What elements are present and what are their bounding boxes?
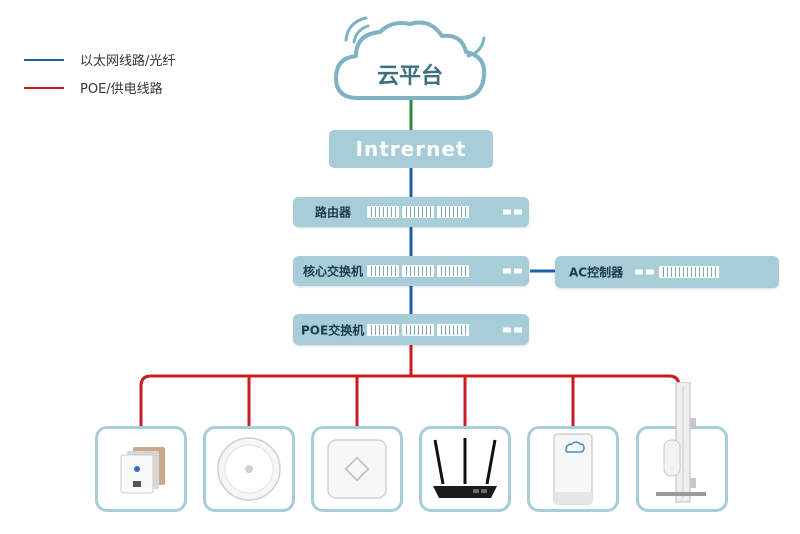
router-ports <box>367 206 469 218</box>
ethernet-line-swatch <box>24 58 64 61</box>
cloud-icon <box>334 16 487 100</box>
ac-controller-ports <box>659 266 719 278</box>
poe-switch-device: POE交换机 <box>293 314 529 345</box>
cloud-label: 云平台 <box>376 64 443 89</box>
pole-mount-ap-icon <box>656 382 706 503</box>
poe-links <box>139 345 681 426</box>
router-device: 路由器 <box>293 197 529 227</box>
outdoor-ap-icon <box>553 433 593 505</box>
legend-poe: POE/供电线路 <box>24 78 163 97</box>
ac-controller-leds <box>635 269 654 275</box>
poe-line-swatch <box>24 86 64 89</box>
router-leds <box>503 209 522 215</box>
internet-label: Intrernet <box>355 137 467 161</box>
legend-ethernet: 以太网线路/光纤 <box>24 50 175 69</box>
router-antenna-icon <box>433 438 497 498</box>
poe-switch-ports <box>367 323 469 336</box>
poe-switch-leds <box>503 327 522 332</box>
poe-switch-label: POE交换机 <box>301 323 365 337</box>
endpoint-card-ceiling-ap-square <box>311 426 403 512</box>
legend-poe-label: POE/供电线路 <box>80 82 163 97</box>
panel-ap-icon <box>120 447 165 494</box>
ac-controller-device: AC控制器 <box>555 256 779 288</box>
legend-ethernet-label: 以太网线路/光纤 <box>80 54 176 69</box>
core-switch-leds <box>503 268 522 274</box>
ac-controller-label: AC控制器 <box>569 265 624 280</box>
endpoint-card-outdoor-ap <box>527 426 619 512</box>
cloud-platform: 云平台 <box>330 12 490 104</box>
core-switch-device: 核心交换机 <box>293 256 529 286</box>
internet-box: Intrernet <box>329 130 493 168</box>
core-switch-label: 核心交换机 <box>303 264 364 279</box>
router-label: 路由器 <box>315 205 352 220</box>
endpoint-card-router <box>419 426 511 512</box>
ceiling-ap-round-icon <box>217 437 281 501</box>
endpoint-card-panel-ap <box>95 426 187 512</box>
endpoint-card-ceiling-ap-round <box>203 426 295 512</box>
ceiling-ap-square-icon <box>327 439 387 499</box>
core-switch-ports <box>367 265 469 277</box>
